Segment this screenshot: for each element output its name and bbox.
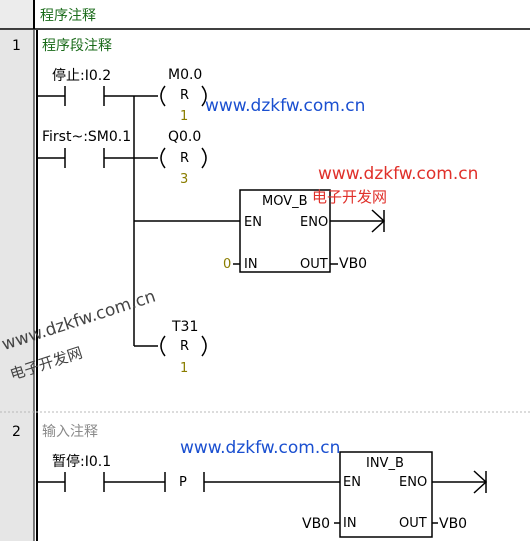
contact-normally-open[interactable] xyxy=(37,86,134,106)
box-title: MOV_B xyxy=(262,194,308,209)
reset-coil[interactable]: M0.0 R 1 xyxy=(134,67,207,124)
box-title: INV_B xyxy=(366,456,404,471)
inv-b-box[interactable]: INV_B EN ENO IN OUT VB0 VB0 xyxy=(302,451,488,538)
box-en-pin: EN xyxy=(343,475,361,490)
network-1-comment[interactable]: 程序段注释 xyxy=(42,38,112,54)
network-2-number: 2 xyxy=(12,424,21,440)
watermark-url: www.dzkfw.com.cn xyxy=(318,164,478,184)
box-eno-pin: ENO xyxy=(300,215,328,230)
contact-normally-open[interactable] xyxy=(37,148,134,168)
box-out-pin: OUT xyxy=(300,257,328,272)
header-gutter xyxy=(0,0,34,29)
reset-coil[interactable]: Q0.0 R 3 xyxy=(134,129,207,187)
coil-count: 1 xyxy=(180,109,188,124)
box-in-value[interactable]: VB0 xyxy=(302,516,330,532)
coil-address: Q0.0 xyxy=(168,129,201,145)
coil-count: 3 xyxy=(180,172,188,187)
program-comment-title[interactable]: 程序注释 xyxy=(40,8,96,24)
box-in-pin: IN xyxy=(343,516,357,531)
box-out-value[interactable]: VB0 xyxy=(439,516,467,532)
box-out-pin: OUT xyxy=(399,516,427,531)
coil-count: 1 xyxy=(180,361,188,376)
edge-label: P xyxy=(179,475,187,490)
watermark-url: www.dzkfw.com.cn xyxy=(205,96,365,116)
reset-coil[interactable]: T31 R 1 xyxy=(134,319,207,376)
coil-address: M0.0 xyxy=(168,67,202,83)
contact-label: 暂停:I0.1 xyxy=(52,453,111,470)
network-1-number: 1 xyxy=(12,38,21,54)
coil-address: T31 xyxy=(171,319,198,335)
coil-operation: R xyxy=(180,88,189,103)
watermark-url: www.dzkfw.com.cn xyxy=(180,438,340,458)
coil-operation: R xyxy=(180,151,189,166)
contact-label: First~:SM0.1 xyxy=(42,129,131,145)
contact-label: 停止:I0.2 xyxy=(52,67,111,84)
coil-operation: R xyxy=(180,339,189,354)
left-gutter xyxy=(0,30,34,541)
contact-normally-open[interactable] xyxy=(37,472,165,492)
mov-b-box[interactable]: MOV_B EN ENO IN OUT 0 VB0 xyxy=(134,189,386,273)
box-eno-pin: ENO xyxy=(399,475,427,490)
positive-edge-contact[interactable]: P xyxy=(164,472,340,492)
watermark-site-name: 电子开发网 xyxy=(312,188,387,206)
network-2-comment[interactable]: 输入注释 xyxy=(42,424,98,440)
box-in-value[interactable]: 0 xyxy=(223,257,231,272)
box-in-pin: IN xyxy=(244,257,258,272)
box-en-pin: EN xyxy=(244,215,262,230)
box-out-value[interactable]: VB0 xyxy=(339,256,367,272)
